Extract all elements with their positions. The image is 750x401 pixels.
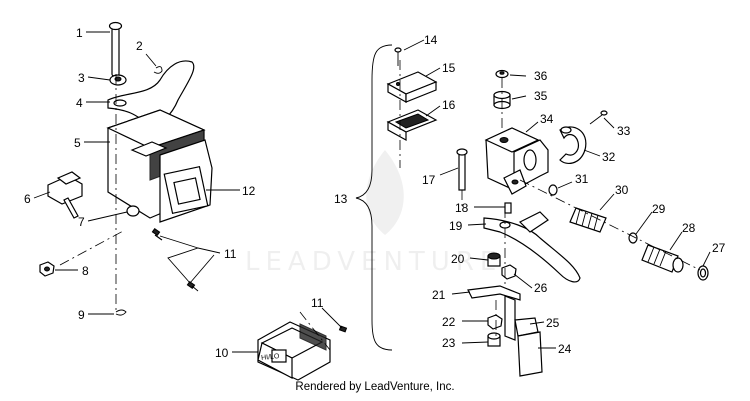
callout-20: 20 — [451, 252, 465, 266]
pin-part-18 — [504, 202, 512, 214]
nut-part — [109, 74, 127, 86]
clip-part — [153, 66, 163, 74]
callout-3: 3 — [78, 71, 85, 85]
screw-part-23 — [487, 332, 501, 347]
callout-36: 36 — [534, 69, 548, 83]
callout-28: 28 — [682, 221, 696, 235]
callout-7: 7 — [78, 215, 85, 229]
brake-lever-part — [483, 211, 581, 283]
callout-8: 8 — [82, 264, 89, 278]
callout-numbers: 1 2 3 4 5 6 7 8 9 10 11 11 12 13 14 15 1… — [24, 26, 726, 360]
callout-2: 2 — [136, 39, 143, 53]
callout-30: 30 — [615, 183, 629, 197]
nut-part-36 — [495, 69, 509, 79]
brake-switch-part — [514, 317, 543, 377]
bolt-part — [108, 21, 123, 77]
footer-credit: Rendered by LeadVenture, Inc. — [295, 381, 455, 393]
callout-5: 5 — [74, 136, 81, 150]
bolt-part-17 — [456, 148, 468, 191]
bracket-hole — [113, 99, 127, 107]
callout-13: 13 — [334, 192, 348, 206]
callout-32: 32 — [602, 150, 616, 164]
callout-6: 6 — [24, 192, 31, 206]
callout-33: 33 — [617, 124, 631, 138]
callout-18: 18 — [455, 201, 469, 215]
callout-27: 27 — [712, 241, 726, 255]
bushing-part-20 — [487, 252, 501, 267]
callout-26: 26 — [534, 281, 548, 295]
watermark-text: LEADVENTURE — [245, 247, 502, 277]
axis-line-left-2 — [59, 229, 126, 266]
clamp-part-32 — [559, 126, 587, 165]
callout-25: 25 — [546, 316, 560, 330]
callout-29: 29 — [652, 202, 666, 216]
callout-15: 15 — [442, 61, 456, 75]
callout-9: 9 — [78, 308, 85, 322]
callout-1: 1 — [76, 26, 83, 40]
switch-axis — [299, 311, 331, 351]
callout-19: 19 — [449, 219, 463, 233]
brace-13 — [355, 44, 393, 351]
clamp-part — [47, 171, 83, 219]
axis-line-main — [519, 179, 701, 271]
screw-part — [151, 227, 199, 292]
callout-22: 22 — [442, 315, 456, 329]
callout-14: 14 — [424, 33, 438, 47]
callout-4: 4 — [76, 96, 83, 110]
nut-part-22 — [487, 314, 503, 330]
callout-23: 23 — [442, 336, 456, 350]
callout-24: 24 — [558, 342, 572, 356]
callout-21: 21 — [432, 288, 446, 302]
housing-part — [106, 109, 213, 223]
callout-11b: 11 — [311, 296, 324, 310]
callout-11: 11 — [224, 247, 237, 261]
cover-part — [386, 71, 438, 104]
callout-12: 12 — [242, 184, 256, 198]
screw-part-33 — [589, 110, 608, 125]
callout-35: 35 — [534, 89, 548, 103]
callout-16: 16 — [442, 98, 456, 112]
washer-part-31 — [548, 184, 558, 196]
master-cylinder-part — [484, 127, 549, 195]
piston-part — [641, 244, 684, 273]
switch-label: HI/LO — [261, 353, 280, 362]
screw-part-14 — [394, 47, 402, 66]
watermark-flame-icon — [366, 150, 404, 235]
callout-10: 10 — [215, 346, 229, 360]
hi-lo-switch-part: HI/LO — [257, 321, 331, 381]
callout-31: 31 — [575, 172, 589, 186]
ring-hole-27 — [699, 268, 707, 278]
switch-bracket-part — [467, 285, 521, 341]
washer-part — [126, 205, 140, 217]
spring-part — [569, 207, 607, 233]
clip-part-9 — [115, 309, 127, 316]
callout-17: 17 — [422, 173, 436, 187]
leader-lines — [33, 31, 711, 353]
nut-part-26 — [501, 264, 517, 280]
callout-34: 34 — [540, 112, 554, 126]
nut-part-8 — [39, 261, 55, 277]
